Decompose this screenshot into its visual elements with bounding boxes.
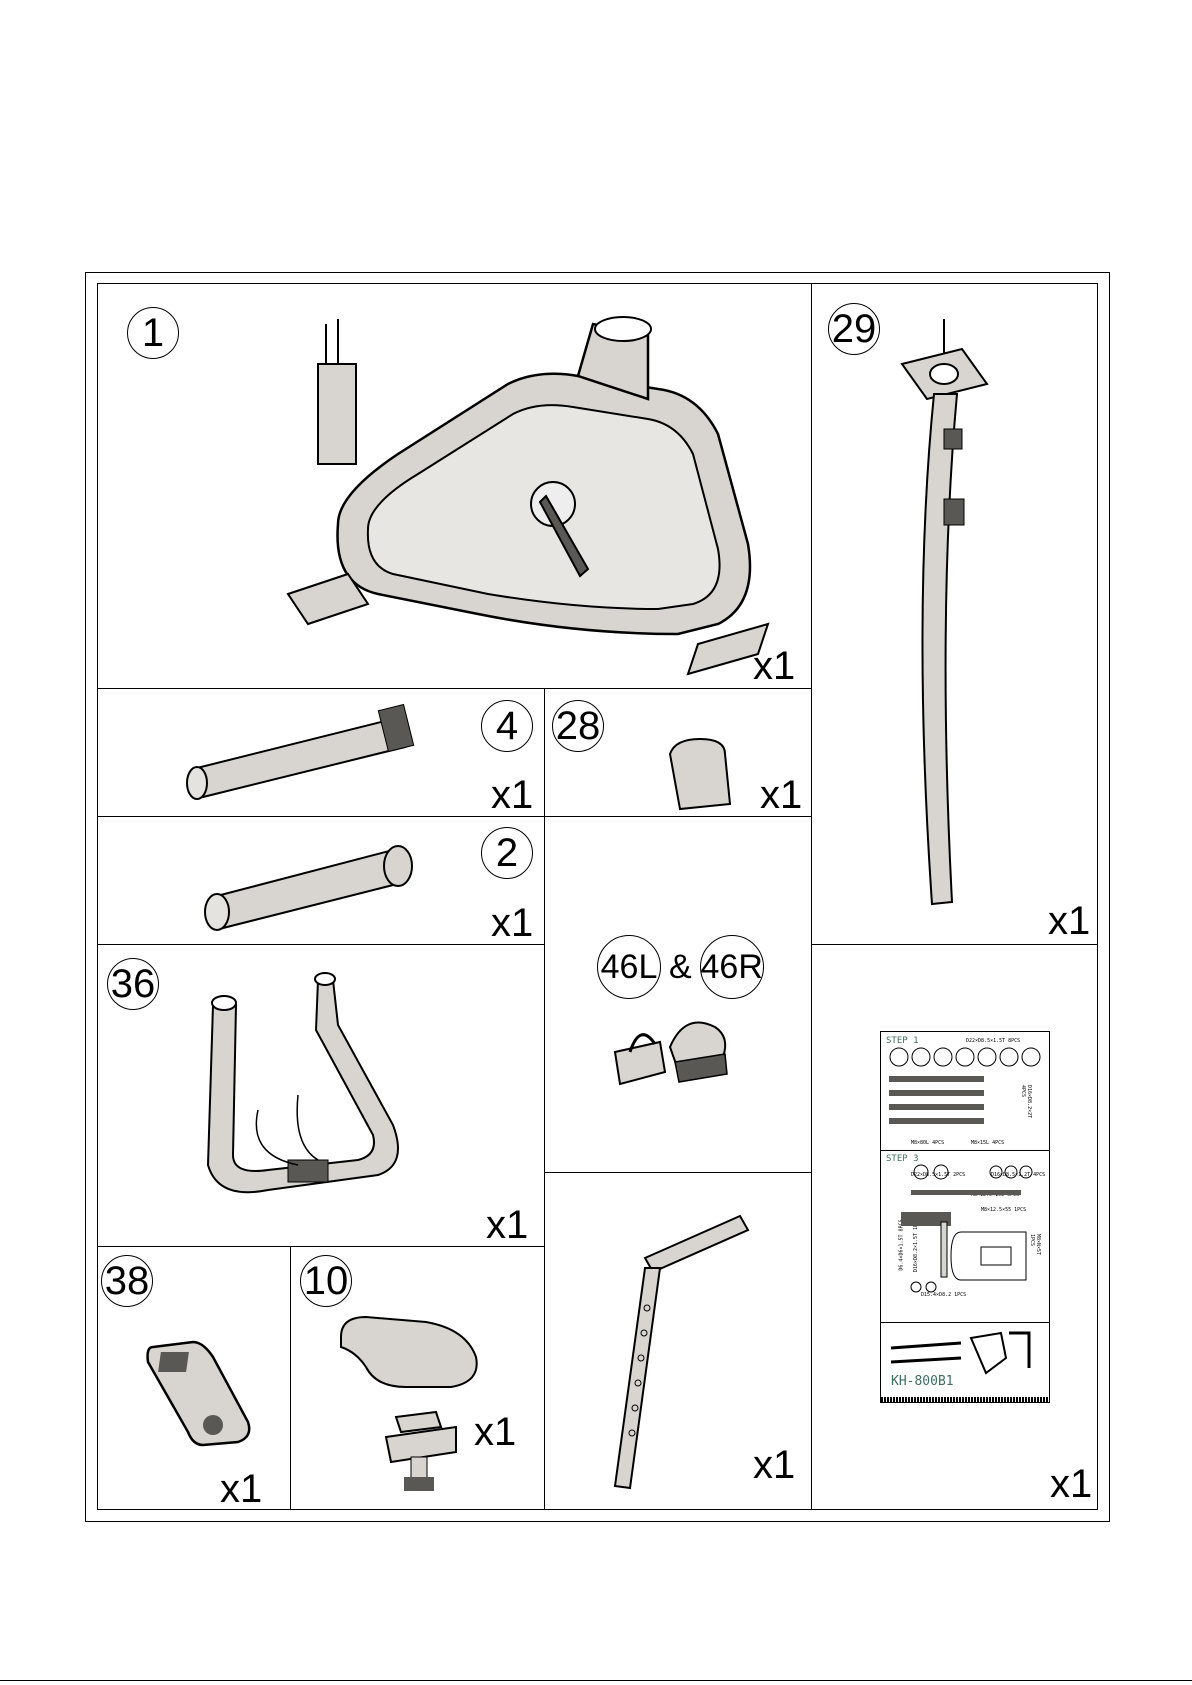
hardware-caption: M8×80L 4PCS bbox=[911, 1140, 944, 1146]
part-number-1: 1 bbox=[127, 307, 179, 359]
pedal-labels: 46L & 46R bbox=[597, 935, 764, 999]
part-number-38: 38 bbox=[101, 1255, 153, 1307]
and-symbol: & bbox=[669, 948, 692, 987]
cell-part-10: 10 x1 bbox=[290, 1246, 545, 1510]
cell-hardware: x1 STEP 1 D22×D8.5×1.5T 8PCS M8×80L 4PCS… bbox=[811, 944, 1098, 1510]
quantity-label: x1 bbox=[491, 775, 533, 815]
cell-part-29: 29 x1 bbox=[811, 283, 1098, 945]
cell-seat-post: x1 bbox=[544, 1172, 812, 1510]
part-number-28: 28 bbox=[552, 700, 604, 752]
part-number-46L: 46L bbox=[597, 935, 661, 999]
upright-tube-illustration bbox=[872, 314, 1022, 914]
handlebar-illustration bbox=[188, 965, 438, 1205]
washers-row-icon bbox=[889, 1047, 1044, 1067]
step-3-hardware-icon bbox=[901, 1162, 1041, 1302]
hardware-caption: D16×D8.2×2T 4PCS bbox=[1020, 1085, 1032, 1131]
hardware-caption: D22×D8.5×1.5T 8PCS bbox=[966, 1038, 1020, 1044]
seat-post-illustration bbox=[605, 1208, 755, 1498]
hardware-caption: M8×15L 4PCS bbox=[971, 1140, 1004, 1146]
quantity-label: x1 bbox=[753, 1445, 795, 1485]
quantity-label: x1 bbox=[220, 1469, 262, 1509]
part-number-2: 2 bbox=[481, 827, 533, 879]
quantity-label: x1 bbox=[486, 1205, 528, 1245]
pedals-illustration bbox=[605, 1012, 735, 1112]
part-number-46R: 46R bbox=[700, 935, 764, 999]
bolts-icon bbox=[889, 1072, 999, 1142]
console-illustration bbox=[143, 1337, 253, 1447]
cell-part-2: 2 x1 bbox=[97, 816, 545, 945]
cell-part-4: 4 x1 bbox=[97, 688, 545, 817]
model-label: KH-800B1 bbox=[891, 1374, 954, 1389]
saddle-illustration bbox=[336, 1307, 506, 1497]
stabilizer-tube-illustration bbox=[173, 699, 433, 799]
card-barcode bbox=[881, 1397, 1049, 1402]
cell-part-28: 28 x1 bbox=[544, 688, 812, 817]
quantity-label: x1 bbox=[760, 775, 802, 815]
cell-part-1: 1 x1 bbox=[97, 283, 812, 689]
cap-illustration bbox=[665, 734, 735, 814]
quantity-label: x1 bbox=[491, 903, 533, 943]
cell-part-36: 36 x1 bbox=[97, 944, 545, 1247]
cell-part-38: 38 x1 bbox=[97, 1246, 291, 1510]
hardware-card: STEP 1 D22×D8.5×1.5T 8PCS M8×80L 4PCS M8… bbox=[880, 1031, 1050, 1403]
quantity-label: x1 bbox=[1048, 901, 1090, 941]
part-number-36: 36 bbox=[107, 958, 159, 1010]
cell-part-46: 46L & 46R bbox=[544, 816, 812, 1173]
stabilizer-tube-illustration bbox=[193, 832, 433, 932]
quantity-label: x1 bbox=[1050, 1464, 1092, 1504]
part-number-10: 10 bbox=[300, 1255, 352, 1307]
page-bottom-rule bbox=[0, 1680, 1192, 1681]
part-number-4: 4 bbox=[481, 700, 533, 752]
main-frame-illustration bbox=[278, 304, 798, 674]
step-1-label: STEP 1 bbox=[886, 1036, 919, 1046]
